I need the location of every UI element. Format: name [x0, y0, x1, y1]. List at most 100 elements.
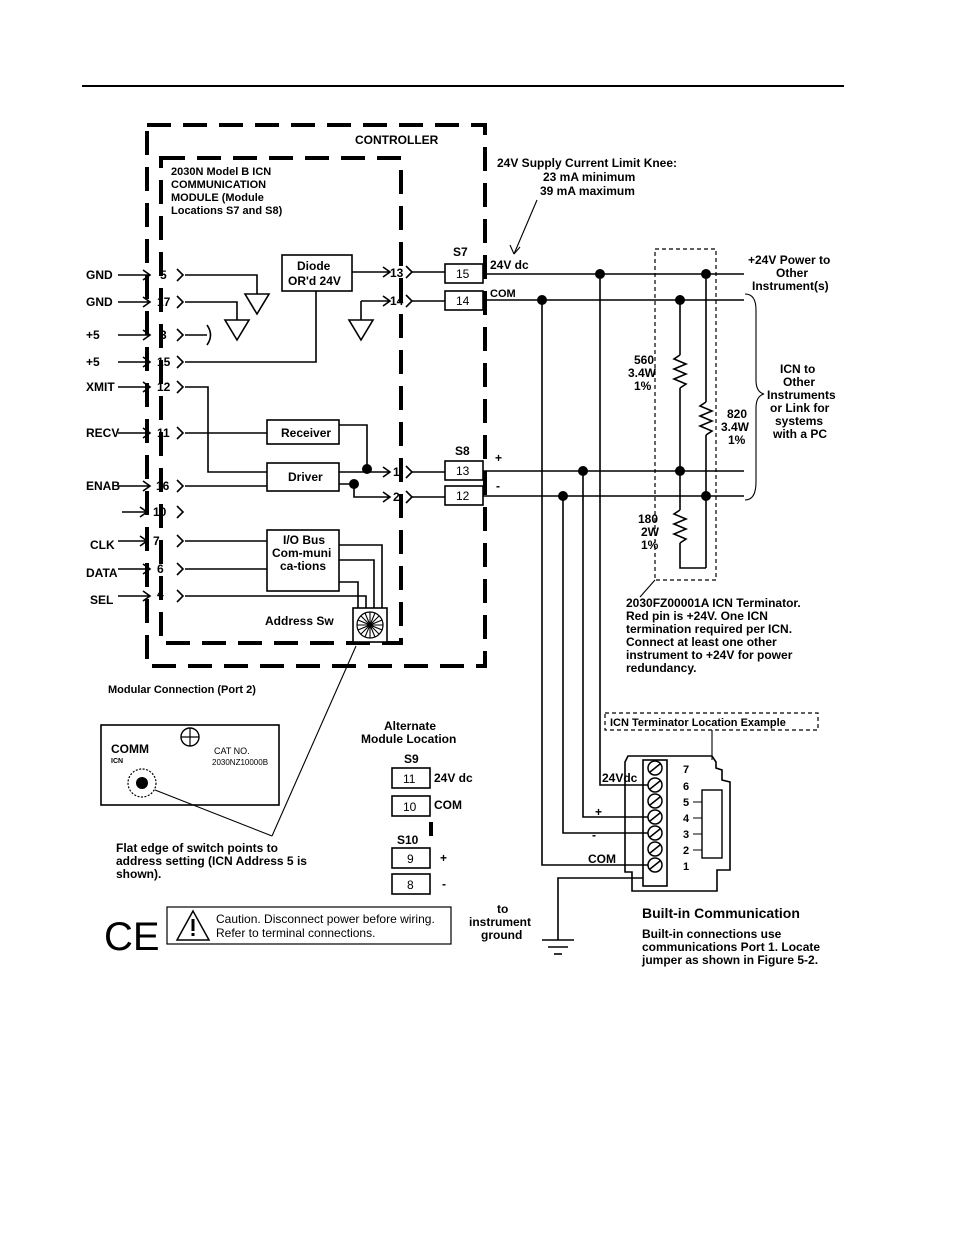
s7-terminal-14-num: 14 — [456, 294, 470, 308]
svg-text:3: 3 — [160, 328, 167, 342]
s8-terminal-12-num: 12 — [456, 489, 470, 503]
caution-box — [166, 906, 452, 945]
driver-block — [266, 462, 340, 492]
builtin-24v-label: 24Vdc — [602, 771, 638, 785]
s8-minus-label: - — [496, 479, 500, 493]
terminator-note-leader — [639, 579, 656, 598]
inner-pin-chevrons — [405, 265, 445, 504]
comm-dial-leader — [154, 789, 273, 837]
svg-text:CLK: CLK — [90, 538, 115, 552]
svg-text:5: 5 — [160, 268, 167, 282]
controller-boundary — [145, 123, 487, 668]
junction-driver — [349, 479, 359, 489]
diode-block-label: Diode OR'd 24V — [288, 259, 341, 288]
iobus-block-label: I/O Bus Com-muni ca-tions — [272, 533, 335, 573]
left-connector-arrows — [118, 269, 152, 602]
icn-brace — [744, 293, 765, 501]
resistor-560-label: 560 3.4W 1% — [628, 353, 659, 393]
icn-note: ICN to Other Instruments or Link for sys… — [767, 362, 839, 441]
svg-text:12: 12 — [157, 380, 171, 394]
svg-text:GND: GND — [86, 268, 113, 282]
ground-icon — [542, 939, 574, 955]
svg-text:XMIT: XMIT — [86, 380, 115, 394]
svg-text:17: 17 — [157, 295, 171, 309]
junction-receiver — [362, 464, 372, 474]
builtin-screw-icons — [647, 760, 663, 873]
s10-terminal-8 — [391, 873, 431, 895]
ce-mark: CE — [104, 915, 160, 959]
inner-pin-numbers: 13 14 1 2 — [390, 266, 404, 504]
builtin-plus-label: + — [595, 805, 602, 819]
controller-title: CONTROLLER — [355, 133, 439, 147]
svg-text:7: 7 — [153, 534, 160, 548]
s7-com-label: COM — [490, 288, 516, 300]
address-switch-icon — [352, 607, 388, 643]
svg-text:15: 15 — [157, 355, 171, 369]
builtin-wires — [541, 274, 648, 940]
svg-text:2: 2 — [683, 845, 689, 857]
builtin-minus-label: - — [592, 828, 596, 842]
s9-terminal-10 — [391, 795, 431, 817]
svg-text:2: 2 — [393, 490, 400, 504]
receiver-block — [266, 419, 340, 445]
s10-terminal-9-num: 9 — [407, 852, 414, 866]
svg-text:+5: +5 — [86, 328, 100, 342]
svg-text:11: 11 — [157, 426, 170, 440]
s9-24v-label: 24V dc — [434, 771, 473, 785]
svg-text:SEL: SEL — [90, 593, 113, 607]
s10-minus-label: - — [442, 877, 446, 891]
svg-text:3: 3 — [683, 829, 689, 841]
ground-note: to instrument ground — [469, 902, 534, 942]
terminator-example-label: ICN Terminator Location Example — [610, 717, 786, 729]
receiver-block-label: Receiver — [281, 426, 331, 440]
svg-text:DATA: DATA — [86, 566, 118, 580]
builtin-pin-numbers: 7 6 5 4 3 2 1 — [683, 764, 690, 873]
address-switch-label: Address Sw — [265, 614, 334, 628]
svg-text:1: 1 — [393, 465, 400, 479]
module-boundary — [159, 156, 403, 645]
s8-plus-label: + — [495, 451, 502, 465]
builtin-com-label: COM — [588, 852, 616, 866]
s7-terminal-15-num: 15 — [456, 267, 470, 281]
svg-text:RECV: RECV — [86, 426, 119, 440]
left-pin-numbers: 5 17 3 15 12 11 16 10 7 6 4 — [153, 268, 171, 601]
terminator-wiring — [671, 274, 715, 569]
s7-label: S7 — [453, 245, 468, 259]
iobus-block — [266, 529, 340, 592]
svg-text:1: 1 — [683, 861, 689, 873]
svg-text:4: 4 — [683, 813, 690, 825]
left-pin-labels: GND GND +5 +5 XMIT RECV ENAB CLK DATA SE… — [86, 268, 120, 607]
supply-note-leader — [513, 199, 538, 255]
s10-label: S10 — [397, 833, 419, 847]
s9-terminal-11 — [391, 767, 431, 789]
svg-text:4: 4 — [157, 587, 164, 601]
s8-terminal-13-num: 13 — [456, 464, 470, 478]
s8-label: S8 — [455, 444, 470, 458]
s9-label: S9 — [404, 752, 419, 766]
comm-card-cat: CAT NO. — [214, 746, 250, 756]
comm-card-dial-icon — [127, 768, 157, 798]
resistor-180-label: 180 2W 1% — [638, 512, 662, 552]
svg-text:16: 16 — [156, 479, 170, 493]
svg-text:13: 13 — [390, 266, 404, 280]
svg-text:+5: +5 — [86, 355, 100, 369]
bus-wires — [483, 273, 744, 497]
builtin-jumper-ticks — [693, 801, 702, 851]
builtin-desc: Built-in connections use communications … — [641, 927, 823, 967]
svg-text:6: 6 — [157, 562, 164, 576]
supply-note: 24V Supply Current Limit Knee: 23 mA min… — [497, 156, 680, 198]
comm-card-catno: 2030NZ10000B — [212, 758, 268, 767]
s9-com-label: COM — [434, 798, 462, 812]
warning-icon — [175, 909, 211, 941]
svg-text:7: 7 — [683, 764, 689, 776]
supply-note-arrow — [509, 244, 521, 255]
resistor-820-label: 820 3.4W 1% — [721, 407, 752, 447]
terminator-box — [654, 248, 717, 581]
alternate-separator — [429, 822, 433, 836]
svg-text:GND: GND — [86, 295, 113, 309]
modular-connection-label: Modular Connection (Port 2) — [108, 684, 256, 696]
inner-chevrons — [176, 268, 185, 603]
diode-block — [281, 254, 353, 292]
svg-text:10: 10 — [153, 505, 167, 519]
